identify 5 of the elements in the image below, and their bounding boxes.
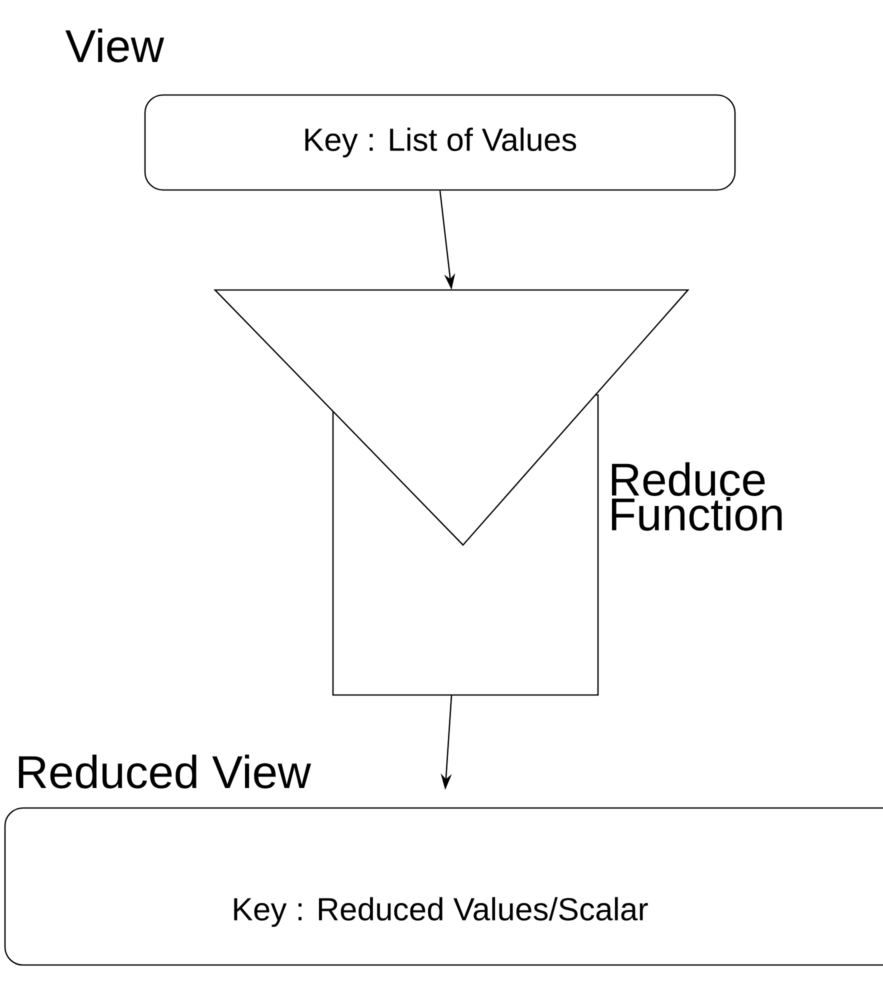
view-box: Key : List of Values — [144, 94, 736, 191]
box-heading: View — [65, 28, 164, 62]
function-label: Reduce Function — [612, 462, 782, 531]
reduced-view-box: Key : Reduced Values/Scalar — [4, 807, 883, 966]
box-heading: Reduced View — [18, 754, 312, 788]
